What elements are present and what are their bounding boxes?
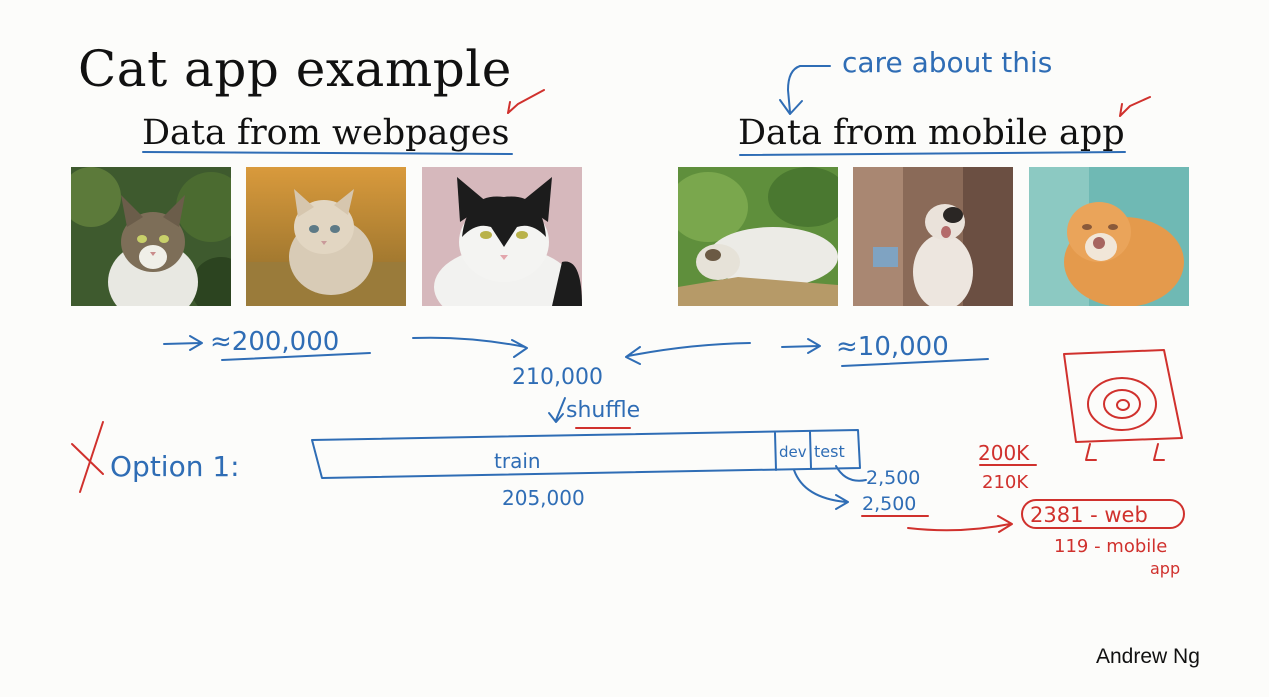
author-credit: Andrew Ng — [1096, 645, 1200, 668]
mobile-cat-photo-2 — [853, 167, 1013, 306]
web-in-test: 2381 - web — [1030, 503, 1148, 527]
total-count: 210,000 — [512, 365, 603, 390]
mobile-in-test: 119 - mobile — [1054, 536, 1167, 557]
dev-divider — [774, 432, 777, 471]
web-cat-photo-1 — [71, 167, 231, 306]
webpages-heading: Data from webpages — [142, 113, 510, 153]
web-test-box — [1021, 499, 1185, 529]
test-label: test — [814, 442, 845, 461]
slide-title: Cat app example — [78, 40, 512, 98]
mobile-count-underline — [841, 358, 989, 367]
dev-label: dev — [779, 443, 807, 461]
split-bar — [311, 429, 861, 479]
test-arrow — [793, 469, 849, 510]
webpages-underline — [142, 151, 513, 155]
ratio-bottom: 210K — [982, 472, 1029, 493]
dev-count: 2,500 — [866, 467, 920, 489]
train-count: 205,000 — [502, 486, 585, 510]
mobile-cat-photo-1 — [678, 167, 838, 306]
web-count: ≈200,000 — [210, 327, 339, 357]
mobile-in-test-app: app — [1150, 559, 1180, 578]
mobile-cat-photo-3 — [1029, 167, 1189, 306]
care-label: care about this — [842, 46, 1052, 79]
red-tick-left — [507, 89, 545, 114]
mobile-to-total-arrow — [625, 342, 751, 365]
web-to-total-arrow — [412, 336, 528, 358]
mobile-underline — [739, 151, 1126, 156]
test-split-arrow — [907, 515, 1013, 533]
care-arrow — [787, 65, 831, 113]
web-cat-photo-2 — [246, 167, 406, 306]
test-count: 2,500 — [862, 493, 916, 515]
web-cat-photo-3 — [422, 167, 582, 306]
option-cross-icon — [71, 421, 104, 493]
shuffle-arrow — [548, 397, 566, 423]
ratio-top: 200K — [978, 441, 1030, 465]
mobile-app-heading: Data from mobile app — [738, 113, 1125, 153]
option-label: Option 1: — [110, 450, 240, 483]
train-label: train — [494, 449, 541, 473]
mobile-count: ≈10,000 — [836, 332, 949, 362]
red-tick-right — [1119, 96, 1151, 117]
dev-arrow — [835, 465, 867, 482]
web-count-underline — [221, 352, 371, 361]
target-drawing-icon — [1063, 349, 1183, 443]
test-divider — [809, 431, 812, 469]
web-count-arrow — [163, 335, 203, 351]
shuffle-label: shuffle — [566, 398, 640, 423]
mobile-count-arrow — [781, 338, 821, 354]
